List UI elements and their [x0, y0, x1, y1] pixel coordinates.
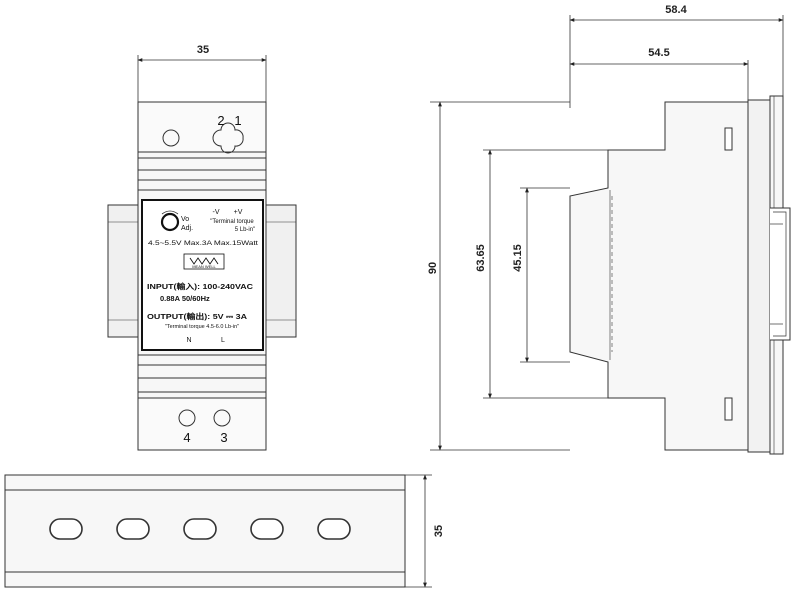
terminal-hole-1 — [212, 122, 244, 154]
side-view — [430, 15, 791, 455]
label-adj: Adj. — [181, 225, 193, 232]
side-overall-depth-value: 58.4 — [665, 4, 687, 16]
front-view — [107, 55, 297, 451]
din-rail-slot-5 — [317, 518, 351, 540]
label-term-l: L — [221, 337, 225, 344]
vo-adj-pot-icon — [160, 212, 180, 232]
terminal-hole-3 — [213, 409, 231, 427]
label-output-line: OUTPUT(輸出): 5V ⎓ 3A — [147, 311, 248, 321]
terminal-number-1: 1 — [234, 113, 241, 128]
din-rail-slot-4 — [250, 518, 284, 540]
top-terminal-block — [137, 101, 267, 153]
label-logo-text: MEAN WELL — [192, 264, 216, 269]
terminal-hole-4 — [178, 409, 196, 427]
din-rail-slot-1 — [49, 518, 83, 540]
label-torque-bottom: "Terminal torque 4.5-6.0 Lb-in" — [165, 324, 239, 330]
din-rail-view — [4, 474, 432, 588]
rail-height-value: 35 — [433, 525, 445, 537]
side-vent-top — [724, 127, 733, 151]
label-spec-line: 4.5~5.5V Max.3A Max.15Watt — [148, 240, 258, 247]
side-rear-plate — [747, 99, 771, 453]
terminal-number-3: 3 — [220, 430, 227, 445]
din-rail-slot-2 — [116, 518, 150, 540]
side-vent-bottom — [724, 397, 733, 421]
terminal-number-4: 4 — [183, 430, 190, 445]
side-rail-clip — [770, 207, 791, 341]
side-step-height-value: 63.65 — [475, 244, 487, 272]
label-input-line: INPUT(輸入): 100-240VAC — [147, 281, 254, 291]
label-neg-v: -V — [213, 209, 220, 216]
label-vo: Vo — [181, 216, 189, 223]
terminal-number-2: 2 — [217, 113, 224, 128]
side-body-depth-value: 54.5 — [648, 47, 669, 59]
label-pos-v: +V — [234, 209, 243, 216]
label-torque-top-1: "Terminal torque — [210, 219, 254, 225]
side-height-value: 90 — [427, 262, 439, 274]
bottom-terminal-block — [137, 397, 267, 451]
din-rail-slot-3 — [183, 518, 217, 540]
label-input-current: 0.88A 50/60Hz — [160, 294, 210, 303]
front-width-value: 35 — [197, 44, 209, 56]
terminal-hole-2 — [162, 129, 180, 147]
label-torque-top-2: 5 Lb-in" — [235, 227, 255, 233]
side-inner-height-value: 45.15 — [512, 244, 524, 272]
label-term-n: N — [186, 337, 191, 344]
